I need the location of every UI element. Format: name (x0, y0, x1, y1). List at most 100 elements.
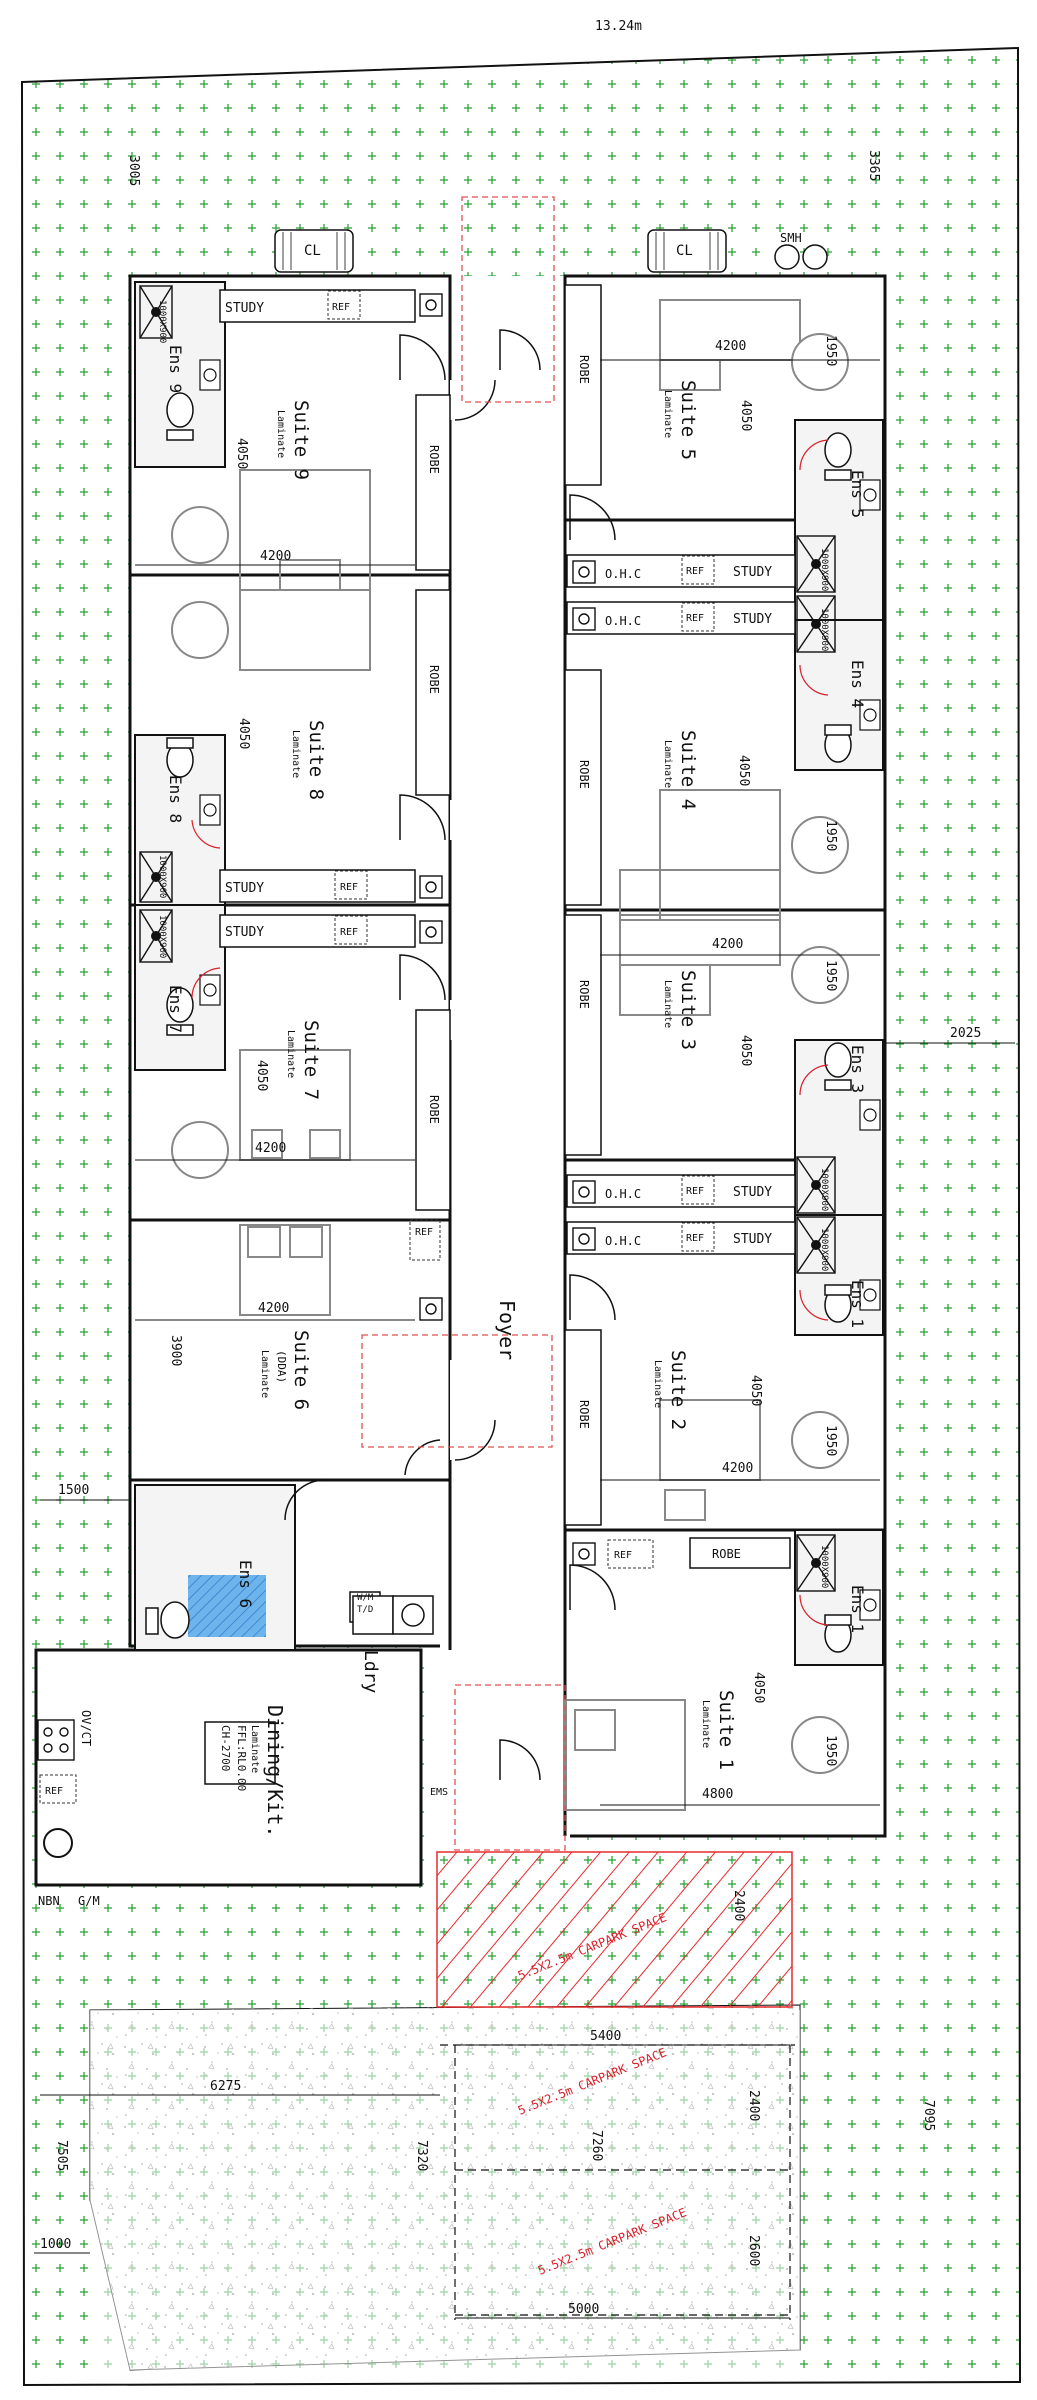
suite9-dim-w: 4200 (260, 549, 291, 564)
suite8-ref: REF (340, 882, 358, 893)
parking-dim-7260: 7260 (589, 2130, 604, 2161)
suite1-dim-table: 1950 (823, 1735, 838, 1766)
suite9-name: Suite 9 (290, 400, 312, 480)
suite3-study: STUDY (733, 1185, 772, 1200)
cl-label-left: CL (304, 243, 321, 259)
suite4-dim-h: 4050 (736, 755, 751, 786)
suite7-ens: Ens 7 (166, 985, 185, 1033)
suite3-ohc: O.H.C (605, 1187, 641, 1201)
suite2-ref: REF (686, 1233, 704, 1244)
suite2-dim-table: 1950 (823, 1425, 838, 1456)
suite6-ref: REF (415, 1227, 433, 1238)
suite1-ref: REF (614, 1550, 632, 1561)
dim-7320: 7320 (414, 2140, 429, 2171)
suite4-robe: ROBE (577, 760, 591, 789)
suite6-sub: (DDA) (275, 1350, 288, 1383)
suite5-name: Suite 5 (677, 380, 699, 460)
suite9-study: STUDY (225, 301, 264, 316)
suite3-ens: Ens 3 (848, 1045, 867, 1093)
suite7-study: STUDY (225, 925, 264, 940)
suite1-shower: 1000X900 (819, 1545, 829, 1588)
suite6-ens: Ens 6 (236, 1560, 255, 1608)
dda-shower-area (188, 1575, 266, 1637)
suite3-dim-h: 4050 (738, 1035, 753, 1066)
parking-dim-2400b: 2400 (746, 2090, 761, 2121)
suite2-floor: Laminate (652, 1360, 663, 1408)
parking-dim-2400a: 2400 (731, 1890, 746, 1921)
suite7-name: Suite 7 (300, 1020, 322, 1100)
suite3-floor: Laminate (662, 980, 673, 1028)
dim-1500: 1500 (58, 1483, 89, 1498)
suite3-ref: REF (686, 1186, 704, 1197)
suite5-study: STUDY (733, 565, 772, 580)
suite8-dim-h: 4050 (236, 718, 251, 749)
dim-top-left: 3005 (126, 155, 141, 186)
hatched-parking-zone (436, 1851, 793, 2008)
suite2-shower: 1000X900 (819, 1228, 829, 1271)
dining-ov: OV/CT (79, 1710, 93, 1746)
foyer-label: Foyer (495, 1300, 519, 1360)
toilet-icon (145, 392, 852, 1653)
bed-icon (239, 299, 801, 1811)
suite9-floor: Laminate (275, 410, 286, 458)
suite8-floor: Laminate (290, 730, 301, 778)
dim-7095: 7095 (921, 2100, 936, 2131)
suite7-robe: ROBE (427, 1095, 441, 1124)
nbn-label: NBN (38, 1894, 60, 1908)
suite7-shower: 1000X900 (157, 915, 167, 958)
suite5-ref: REF (686, 566, 704, 577)
suite3-dim-w: 4200 (712, 937, 743, 952)
suite1-name: Suite 1 (715, 1690, 737, 1770)
suite2-dim-w: 4200 (722, 1461, 753, 1476)
smh-label: SMH (780, 231, 802, 245)
suite2-name: Suite 2 (667, 1350, 689, 1430)
suite4-floor: Laminate (662, 740, 673, 788)
suite4-name: Suite 4 (677, 730, 699, 810)
suite1-dim-h: 4050 (751, 1672, 766, 1703)
ldry-label: Ldry (360, 1650, 381, 1694)
suite4-ref: REF (686, 613, 704, 624)
building-left-wing (128, 274, 452, 1648)
suite1-robe: ROBE (712, 1547, 741, 1561)
suite7-floor: Laminate (285, 1030, 296, 1078)
suite5-ohc: O.H.C (605, 567, 641, 581)
suite8-robe: ROBE (427, 665, 441, 694)
suite4-ohc: O.H.C (605, 614, 641, 628)
suite4-ens: Ens 4 (848, 660, 867, 708)
cl-tank-icon (274, 229, 727, 273)
suite3-dim-table: 1950 (823, 960, 838, 991)
driveway-gravel-top (90, 2005, 800, 2370)
suite7-dim-h: 4050 (254, 1060, 269, 1091)
laundry-td: T/D (357, 1605, 373, 1615)
suite5-floor: Laminate (662, 390, 673, 438)
ems-label: EMS (430, 1787, 448, 1798)
dining-name: Dining/Kit. (263, 1705, 287, 1837)
suite2-ens: Ens 1 (848, 1280, 867, 1328)
suite4-dim-table: 1950 (823, 820, 838, 851)
suite2-study: STUDY (733, 1232, 772, 1247)
suite7-ref: REF (340, 927, 358, 938)
suite9-ens: Ens 9 (166, 345, 185, 393)
suite1-dim-w: 4800 (702, 1787, 733, 1802)
dining-ref: REF (45, 1786, 63, 1797)
dining-floor: Laminate (249, 1725, 260, 1773)
suite2-ohc: O.H.C (605, 1234, 641, 1248)
suite9-ref: REF (332, 302, 350, 313)
suite5-dim-w: 4200 (715, 339, 746, 354)
suite3-robe: ROBE (577, 980, 591, 1009)
laundry-wm: W/M (357, 1593, 374, 1603)
dim-7505: 7505 (54, 2140, 69, 2171)
dining-ch: CH-2700 (219, 1725, 232, 1771)
dining-ffl: FFL:RL0.00 (235, 1725, 248, 1791)
suite5-dim-table: 1950 (823, 335, 838, 366)
suite1-ens: Ens 1 (848, 1585, 867, 1633)
suite6-dim-h: 3900 (168, 1335, 183, 1366)
suite3-name: Suite 3 (677, 970, 699, 1050)
suite6-floor: Laminate (259, 1350, 270, 1398)
suite4-study: STUDY (733, 612, 772, 627)
suite8-ens: Ens 8 (166, 775, 185, 823)
suite5-shower: 1000X900 (819, 548, 829, 591)
suite8-study: STUDY (225, 881, 264, 896)
dim-1000: 1000 (40, 2237, 71, 2252)
